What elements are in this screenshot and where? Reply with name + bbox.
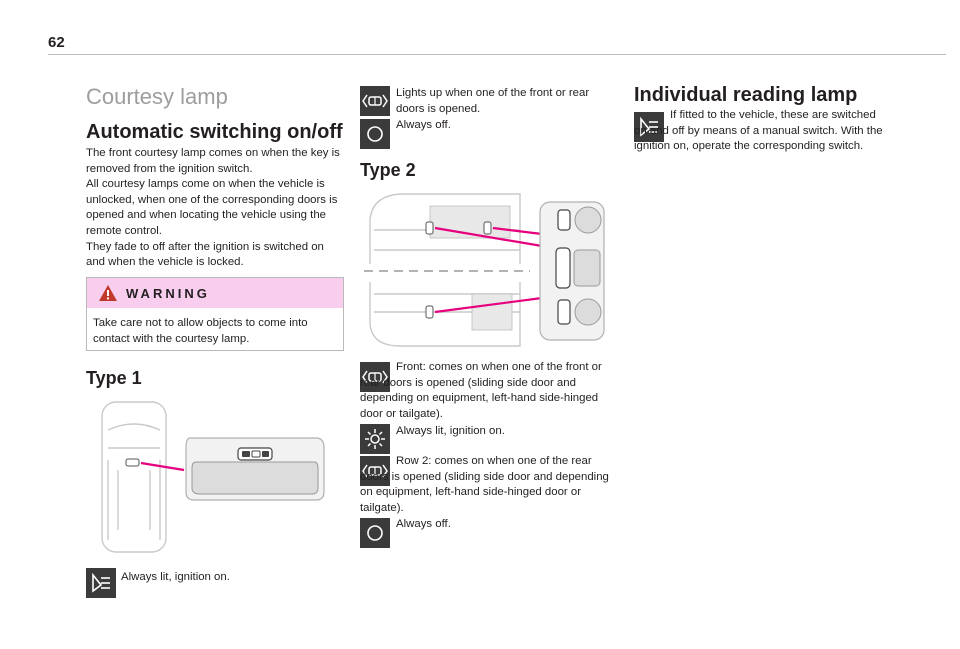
warning-text: Take care not to allow objects to come i…	[93, 317, 308, 345]
paragraph: The front courtesy lamp comes on when th…	[86, 147, 340, 175]
warning-title: WARNING	[126, 285, 210, 301]
subsection-title: Automatic switching on/off	[86, 121, 343, 143]
middle-item-text: Always off.	[396, 119, 451, 131]
middle-item-text: Row 2: comes on when one of the rear doo…	[360, 455, 609, 514]
middle-item-text: Front: comes on when one of the front or…	[360, 361, 602, 420]
reading-lamp-icon	[86, 568, 116, 598]
warning-box: WARNING Take care not to allow objects t…	[86, 277, 344, 351]
off-icon	[360, 518, 390, 548]
lamp-panels	[539, 201, 605, 341]
middle-item-text: Lights up when one of the front or rear …	[396, 87, 590, 115]
type1-heading: Type 1	[86, 368, 142, 388]
reading-lamp-text: If fitted to the vehicle, these are swit…	[634, 109, 883, 153]
type1-illustration	[101, 401, 325, 553]
header-divider	[48, 54, 946, 55]
section-title: Courtesy lamp	[86, 84, 228, 109]
reading-lamp-heading: Individual reading lamp	[634, 84, 858, 106]
sun-lamp-icon	[360, 424, 390, 454]
courtesy-lamp-unit	[185, 437, 325, 501]
van-top-view	[101, 401, 167, 553]
reading-lamp-icon	[634, 112, 664, 142]
middle-item-text: Always lit, ignition on.	[396, 425, 505, 437]
door-lamp-icon	[360, 362, 390, 392]
type1-item-text: Always lit, ignition on.	[121, 571, 230, 583]
middle-item-text: Always off.	[396, 518, 451, 530]
door-lamp-icon	[360, 456, 390, 486]
type2-illustration	[364, 193, 605, 347]
page-number: 62	[48, 34, 65, 51]
paragraph: They fade to off after the ignition is s…	[86, 240, 324, 269]
warning-header: WARNING	[87, 278, 343, 308]
intro-text: The front courtesy lamp comes on when th…	[86, 146, 344, 271]
warning-triangle-icon	[99, 285, 117, 301]
paragraph: All courtesy lamps come on when the vehi…	[86, 178, 338, 237]
door-lamp-icon	[360, 86, 390, 116]
off-icon	[360, 119, 390, 149]
type2-heading: Type 2	[360, 160, 416, 180]
